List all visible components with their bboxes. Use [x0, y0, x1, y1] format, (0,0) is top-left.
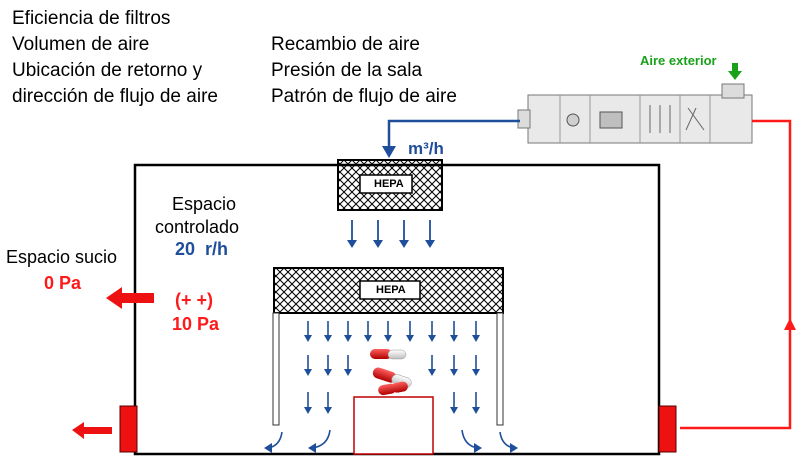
- controlled-space-line2: controlado: [155, 217, 240, 237]
- pressure-arrow-icon: [106, 287, 154, 309]
- laminar-flow-arrows: [304, 321, 480, 414]
- hepa-filter-bottom: [273, 267, 504, 314]
- outside-air-arrow-icon: [728, 63, 742, 80]
- left-list-item-4: dirección de flujo de aire: [12, 86, 218, 107]
- hood-curtains: [272, 312, 504, 426]
- supply-duct: [387, 119, 520, 148]
- left-list-item-3: Ubicación de retorno y: [12, 60, 203, 81]
- return-up-arrow-icon: [784, 318, 796, 330]
- right-list-item-3: Patrón de flujo de aire: [271, 86, 457, 107]
- return-duct: [680, 119, 792, 430]
- outside-air-label: Aire exterior: [640, 53, 717, 68]
- hepa-filter-top: [337, 159, 443, 211]
- left-list-item-1: Eficiencia de filtros: [12, 8, 171, 29]
- controlled-space-line1: Espacio: [172, 194, 237, 214]
- dirty-space-pressure: 0 Pa: [44, 273, 82, 293]
- air-change-rate: 20 r/h: [175, 239, 229, 259]
- air-handler-unit-icon: [517, 83, 753, 144]
- hepa-label-top: HEPA: [374, 178, 404, 190]
- return-grille-left: [119, 405, 138, 453]
- left-list-item-2: Volumen de aire: [12, 34, 150, 55]
- outflow-arrowheads: [264, 443, 518, 453]
- room-pressure-value: 10 Pa: [172, 314, 220, 334]
- work-zone: [353, 396, 434, 455]
- capsule-icon: [378, 381, 408, 396]
- capsule-icon: [370, 349, 407, 360]
- flow-unit-label: m³/h: [408, 139, 444, 158]
- supply-down-arrow-icon: [382, 146, 396, 158]
- exhaust-arrow-icon: [72, 422, 112, 439]
- right-list-item-1: Recambio de aire: [271, 34, 420, 55]
- dirty-space-label: Espacio sucio: [6, 247, 118, 267]
- hepa-label-bottom: HEPA: [376, 284, 406, 296]
- right-list-item-2: Presión de la sala: [271, 60, 423, 81]
- airflow-arrows-top: [347, 220, 435, 248]
- return-grille-right: [658, 405, 677, 453]
- room-pressure-sign: (+ +): [175, 290, 214, 310]
